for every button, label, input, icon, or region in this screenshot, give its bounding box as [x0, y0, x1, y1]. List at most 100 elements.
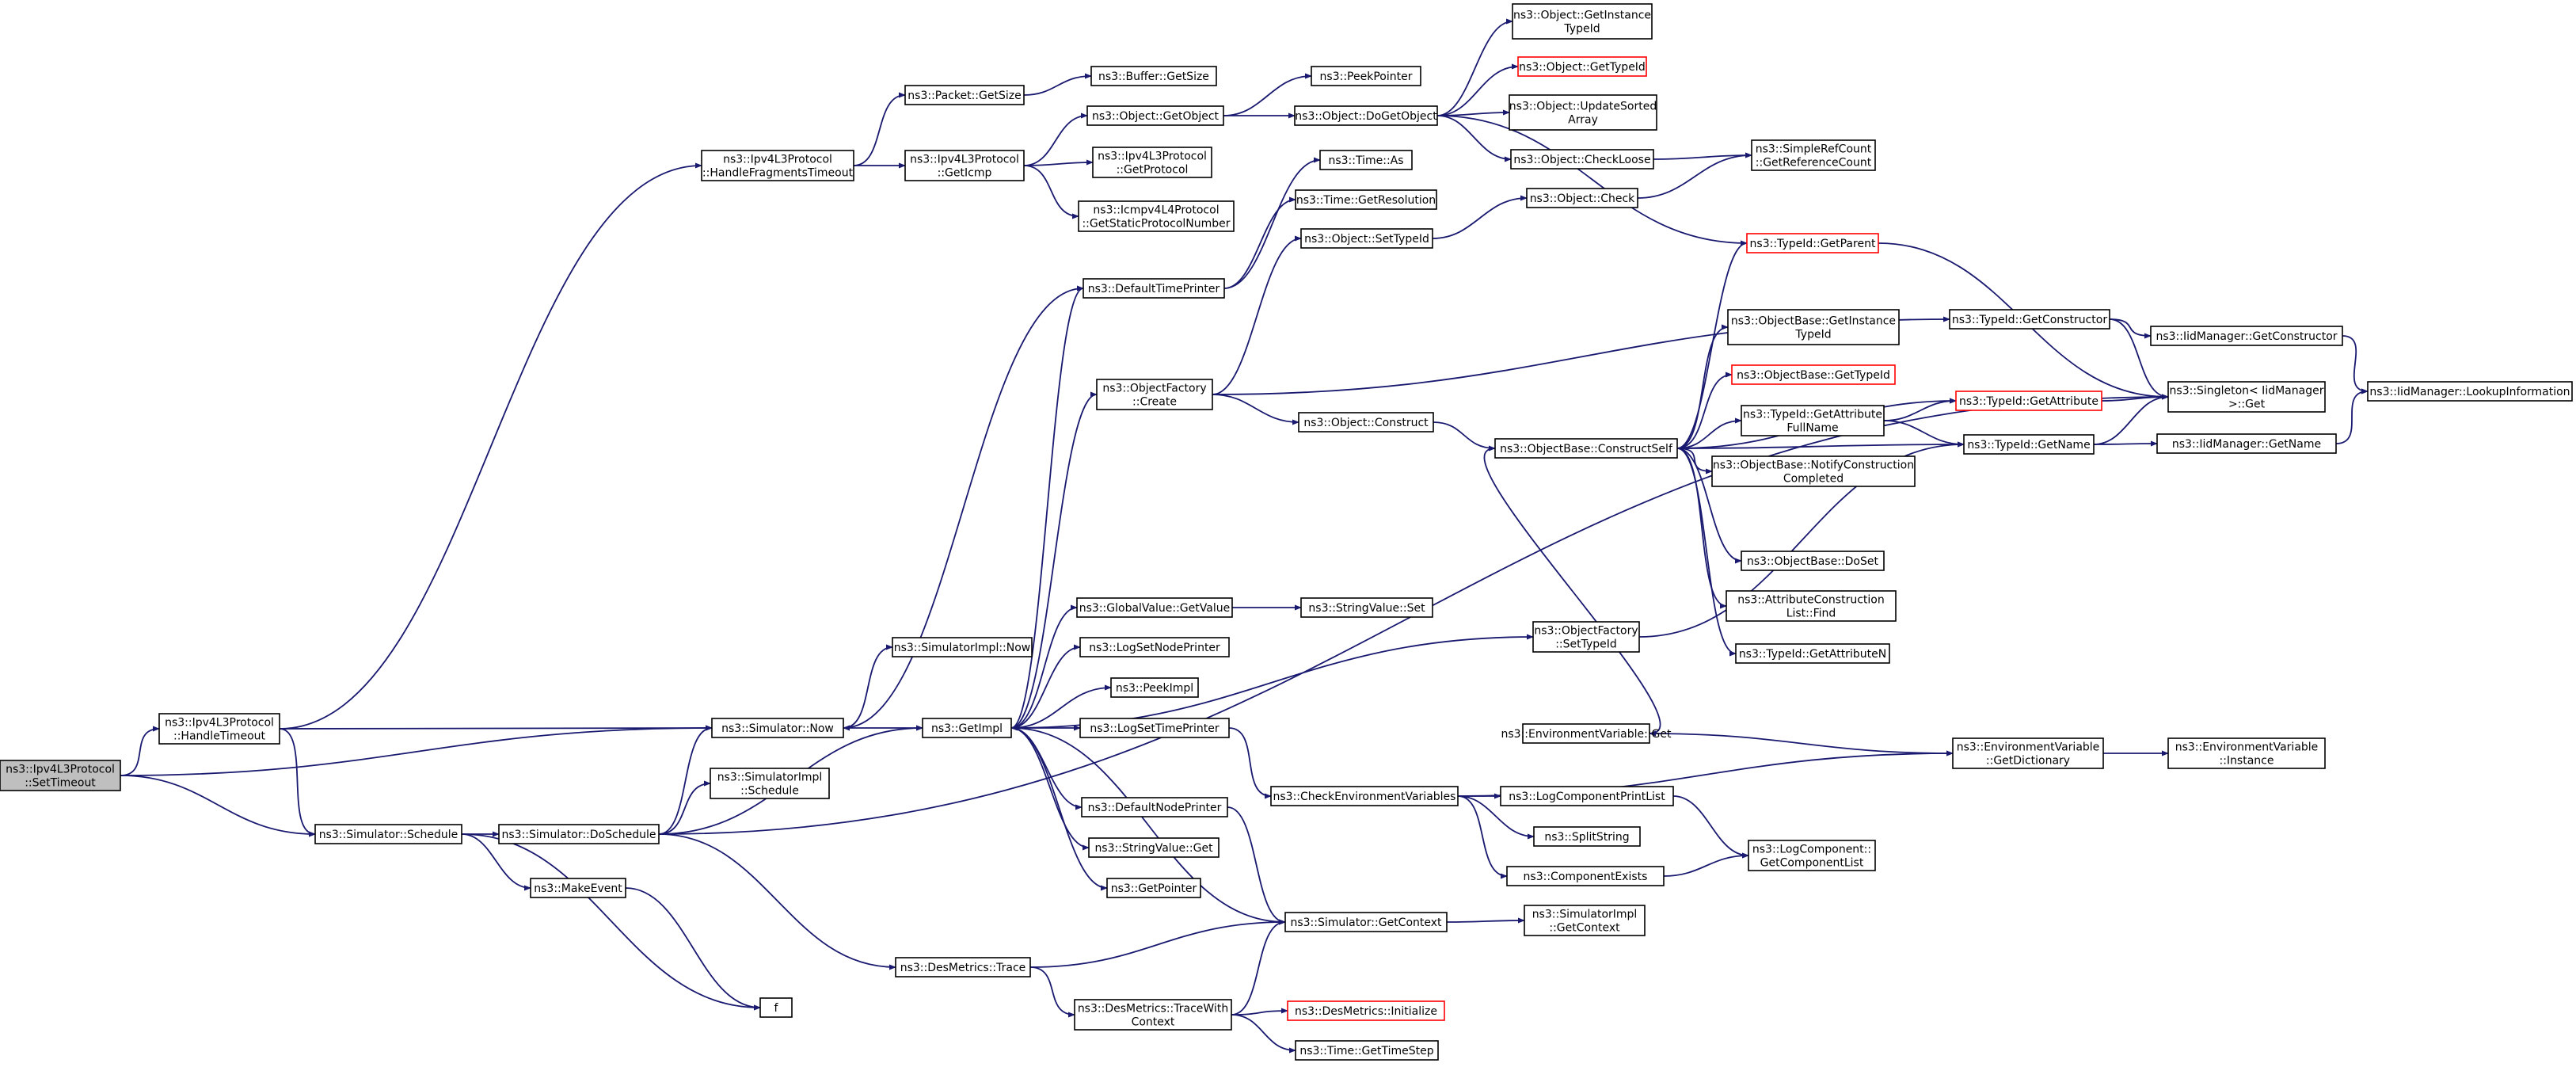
node-envinstance[interactable]: ns3::EnvironmentVariable::Instance — [2167, 737, 2326, 769]
node-box-obbdoset[interactable] — [1741, 551, 1885, 571]
node-peekpointer[interactable]: ns3::PeekPointer — [1311, 66, 1421, 86]
node-box-objectconstruct[interactable] — [1298, 412, 1434, 433]
node-dogetobject[interactable]: ns3::Object::DoGetObject — [1294, 105, 1438, 126]
node-box-globalvalue[interactable] — [1076, 597, 1233, 618]
node-box-tracewithcontext[interactable] — [1074, 999, 1232, 1031]
node-box-constructself[interactable] — [1494, 438, 1678, 459]
node-box-f[interactable] — [759, 997, 793, 1018]
node-obbdoset[interactable]: ns3::ObjectBase::DoSet — [1741, 551, 1885, 571]
node-box-handletimeout[interactable] — [158, 713, 280, 745]
node-box-makeevent[interactable] — [530, 878, 626, 898]
node-iidgetname[interactable]: ns3::IidManager::GetName — [2156, 433, 2337, 454]
node-geticmp[interactable]: ns3::Ipv4L3Protocol::GetIcmp — [904, 150, 1025, 181]
node-box-singletonget[interactable] — [2167, 381, 2326, 413]
node-box-iidgetname[interactable] — [2156, 433, 2337, 454]
node-box-getimpl[interactable] — [922, 718, 1012, 738]
node-iidlookup[interactable]: ns3::IidManager::LookupInformation — [2367, 381, 2573, 402]
node-typeidgetparent[interactable]: ns3::TypeId::GetParent — [1746, 233, 1879, 253]
node-box-peekpointer[interactable] — [1311, 66, 1421, 86]
node-typeidgetattribute[interactable]: ns3::TypeId::GetAttribute — [1955, 391, 2102, 411]
node-makeevent[interactable]: ns3::MakeEvent — [530, 878, 626, 898]
node-box-getattributen[interactable] — [1735, 643, 1890, 664]
node-box-packetgetsize[interactable] — [904, 85, 1025, 105]
node-box-typeidgetname[interactable] — [1963, 434, 2095, 455]
node-box-getattrfullname[interactable] — [1741, 405, 1885, 436]
node-box-getcontext[interactable] — [1284, 912, 1448, 932]
node-box-desmetricstrace[interactable] — [895, 957, 1031, 977]
node-box-desinitialize[interactable] — [1287, 1000, 1445, 1021]
node-iidgetconstructor[interactable]: ns3::IidManager::GetConstructor — [2150, 326, 2343, 346]
node-box-notifyconstruction[interactable] — [1711, 455, 1916, 487]
node-envget[interactable]: ns3::EnvironmentVariable::Get — [1501, 723, 1672, 744]
node-box-iidgetconstructor[interactable] — [2150, 326, 2343, 346]
node-componentexists[interactable]: ns3::ComponentExists — [1506, 866, 1665, 886]
node-objfactorysettypeid[interactable]: ns3::ObjectFactory::SetTypeId — [1532, 621, 1640, 653]
node-box-checkloose[interactable] — [1510, 149, 1654, 170]
node-box-ipv4getprotocol[interactable] — [1092, 147, 1212, 178]
node-box-timegettimestep[interactable] — [1295, 1040, 1439, 1061]
node-box-stringvalueget[interactable] — [1088, 837, 1220, 858]
node-logsetnodeprinter[interactable]: ns3::LogSetNodePrinter — [1079, 637, 1230, 657]
node-icmpstatic[interactable]: ns3::Icmpv4L4Protocol::GetStaticProtocol… — [1078, 200, 1235, 232]
node-doschedule[interactable]: ns3::Simulator::DoSchedule — [498, 824, 660, 844]
node-packetgetsize[interactable]: ns3::Packet::GetSize — [904, 85, 1025, 105]
node-box-defaultnodeprinter[interactable] — [1081, 797, 1228, 817]
node-box-objectgettypeid[interactable] — [1517, 56, 1647, 77]
node-handletimeout[interactable]: ns3::Ipv4L3Protocol::HandleTimeout — [158, 713, 280, 745]
node-getimpl[interactable]: ns3::GetImpl — [922, 718, 1012, 738]
node-ipv4getprotocol[interactable]: ns3::Ipv4L3Protocol::GetProtocol — [1092, 147, 1212, 178]
node-box-dogetobject[interactable] — [1294, 105, 1438, 126]
node-schedule[interactable]: ns3::Simulator::Schedule — [314, 824, 462, 844]
node-objectconstruct[interactable]: ns3::Object::Construct — [1298, 412, 1434, 433]
node-box-stringvalueset[interactable] — [1300, 597, 1433, 618]
node-getpointer[interactable]: ns3::GetPointer — [1106, 878, 1201, 898]
node-objectgetobject[interactable]: ns3::Object::GetObject — [1086, 105, 1224, 126]
node-box-objfactorycreate[interactable] — [1096, 379, 1213, 410]
node-box-peekimpl[interactable] — [1110, 677, 1199, 698]
node-box-obbgetinstancetypeid[interactable] — [1727, 309, 1900, 345]
node-box-getinstancetypeid[interactable] — [1512, 3, 1653, 40]
node-checkenv[interactable]: ns3::CheckEnvironmentVariables — [1270, 786, 1459, 806]
node-box-envget[interactable] — [1522, 723, 1650, 744]
node-buffergetsize[interactable]: ns3::Buffer::GetSize — [1090, 66, 1217, 86]
node-box-componentexists[interactable] — [1506, 866, 1665, 886]
node-box-getrefcount[interactable] — [1751, 139, 1876, 171]
node-box-schedule[interactable] — [314, 824, 462, 844]
node-box-typeidgetattribute[interactable] — [1955, 391, 2102, 411]
node-box-buffergetsize[interactable] — [1090, 66, 1217, 86]
node-box-geticmp[interactable] — [904, 150, 1025, 181]
node-box-objectgetobject[interactable] — [1086, 105, 1224, 126]
node-box-simimplgetcontext[interactable] — [1524, 905, 1646, 936]
node-box-icmpstatic[interactable] — [1078, 200, 1235, 232]
node-box-splitstring[interactable] — [1533, 826, 1641, 847]
node-box-timegetresolution[interactable] — [1295, 189, 1437, 210]
node-now[interactable]: ns3::Simulator::Now — [711, 718, 844, 738]
node-box-timeas[interactable] — [1319, 150, 1413, 170]
node-box-getpointer[interactable] — [1106, 878, 1201, 898]
node-box-typeidgetconstructor[interactable] — [1949, 309, 2110, 330]
node-box-logsetnodeprinter[interactable] — [1079, 637, 1230, 657]
node-objectcheck[interactable]: ns3::Object::Check — [1526, 188, 1638, 208]
node-box-simimplnow[interactable] — [892, 637, 1033, 657]
node-logsettimeprinter[interactable]: ns3::LogSetTimePrinter — [1079, 718, 1230, 738]
node-simimplnow[interactable]: ns3::SimulatorImpl::Now — [892, 637, 1033, 657]
node-constructself[interactable]: ns3::ObjectBase::ConstructSelf — [1494, 438, 1678, 459]
node-peekimpl[interactable]: ns3::PeekImpl — [1110, 677, 1199, 698]
node-getattributen[interactable]: ns3::TypeId::GetAttributeN — [1735, 643, 1890, 664]
node-typeidgetname[interactable]: ns3::TypeId::GetName — [1963, 434, 2095, 455]
node-box-doschedule[interactable] — [498, 824, 660, 844]
node-simimplschedule[interactable]: ns3::SimulatorImpl::Schedule — [710, 768, 830, 799]
node-objfactorycreate[interactable]: ns3::ObjectFactory::Create — [1096, 379, 1213, 410]
node-timegettimestep[interactable]: ns3::Time::GetTimeStep — [1295, 1040, 1439, 1061]
node-stringvalueset[interactable]: ns3::StringValue::Set — [1300, 597, 1433, 618]
node-obbgettypeid[interactable]: ns3::ObjectBase::GetTypeId — [1731, 364, 1896, 385]
node-objectgettypeid[interactable]: ns3::Object::GetTypeId — [1517, 56, 1647, 77]
node-getcontext[interactable]: ns3::Simulator::GetContext — [1284, 912, 1448, 932]
node-box-objectsettypeid[interactable] — [1300, 228, 1433, 249]
node-box-attrconstructionfind[interactable] — [1726, 590, 1897, 622]
node-checkloose[interactable]: ns3::Object::CheckLoose — [1510, 149, 1654, 170]
node-desmetricstrace[interactable]: ns3::DesMetrics::Trace — [895, 957, 1031, 977]
